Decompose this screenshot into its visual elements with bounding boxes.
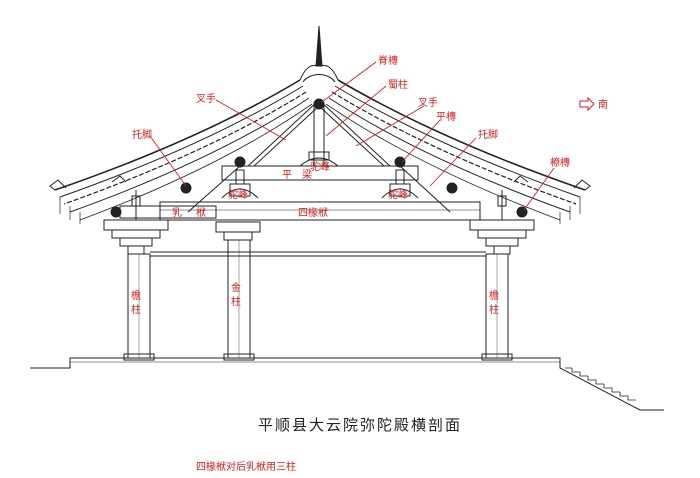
structure xyxy=(30,25,664,411)
label-jinzhu: 金柱 xyxy=(229,281,241,310)
label-shuzhu: 蜀柱 xyxy=(388,78,408,91)
platform xyxy=(30,357,664,411)
label-rufu-right: 栿 xyxy=(196,206,206,219)
ping-liang xyxy=(221,151,419,181)
label-rufu-left: 乳 xyxy=(172,206,182,219)
label-yanzhu-right: 檐柱 xyxy=(487,289,499,318)
bracket-left xyxy=(103,190,169,255)
roof xyxy=(49,79,591,224)
tuojiao-struts xyxy=(187,165,451,213)
tie-beams xyxy=(150,251,486,257)
label-sichuanfu: 四椽栿 xyxy=(298,206,328,219)
label-tuofeng-left: 驼峰 xyxy=(228,188,248,201)
column-bases xyxy=(123,353,513,361)
si-chuan-fu xyxy=(159,201,481,221)
column-center xyxy=(227,239,251,359)
purlins xyxy=(110,156,528,218)
labels: 脊槫 蜀柱 叉手 叉手 平槫 托脚 托脚 橑槫 驼峰 平 梁 驼峰 驼峰 乳 栿… xyxy=(129,54,609,318)
bracket-right xyxy=(469,190,535,255)
label-chashou-left: 叉手 xyxy=(196,92,216,105)
roof-finial xyxy=(299,25,339,83)
chashou-braces xyxy=(247,99,391,167)
label-tuodun-center: 驼峰 xyxy=(310,160,330,173)
label-liaotuan: 橑槫 xyxy=(550,156,570,169)
drawing-caption: 四椽栿对后乳栿用三柱 xyxy=(196,460,296,473)
label-yanzhu-left: 檐柱 xyxy=(129,289,141,318)
bracket-center xyxy=(215,221,261,241)
label-pingtuan: 平槫 xyxy=(436,110,456,123)
label-direction: 南 xyxy=(598,98,608,111)
label-chashou-right: 叉手 xyxy=(418,96,438,109)
label-tuojiao-right: 托脚 xyxy=(478,128,498,141)
ru-fu xyxy=(119,205,217,219)
tuofeng-blocks xyxy=(221,169,419,199)
column-left xyxy=(127,253,151,359)
label-pingliang: 平 梁 xyxy=(282,168,312,181)
label-tuojiao-left: 托脚 xyxy=(132,128,152,141)
drawing-title: 平顺县大云院弥陀殿横剖面 xyxy=(258,416,462,434)
leader-lines xyxy=(149,61,555,211)
column-right xyxy=(485,253,509,359)
south-arrow-icon xyxy=(579,96,595,112)
label-tuofeng-right: 驼峰 xyxy=(388,188,408,201)
label-jilin: 脊槫 xyxy=(378,54,398,67)
